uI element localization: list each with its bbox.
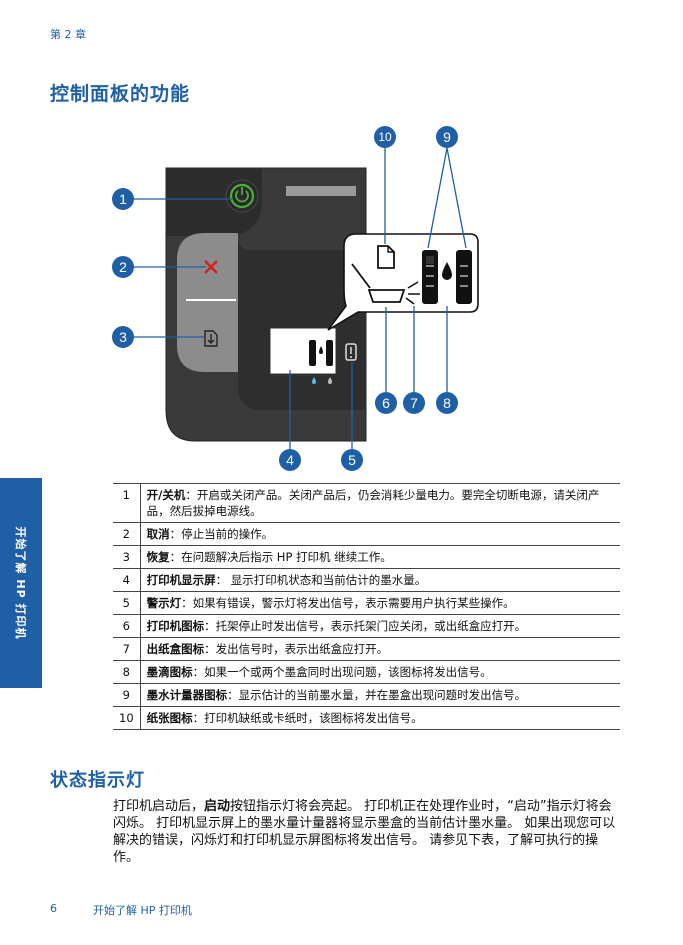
warning-icon	[345, 343, 357, 361]
svg-text:2: 2	[119, 259, 127, 275]
row-number: 1	[113, 483, 141, 523]
status-section-title: 状态指示灯	[50, 770, 145, 791]
callout-9: 9	[436, 126, 458, 148]
row-desc-text: ：如果一个或两个墨盒同时出现问题，该图标将发出信号。	[192, 665, 492, 679]
svg-text:7: 7	[410, 395, 418, 411]
svg-text:8: 8	[443, 395, 451, 411]
callout-1: 1	[112, 188, 134, 210]
row-desc-text: ：托架停止时发出信号，表示托架门应关闭，或出纸盒应打开。	[204, 619, 527, 633]
row-desc-text: ：开启或关闭产品。关闭产品后，仍会消耗少量电力。要完全切断电源，请关闭产品，然后…	[146, 488, 600, 518]
small-ink-gauges	[309, 340, 333, 366]
row-desc-text: ： 显示打印机状态和当前估计的墨水量。	[215, 573, 427, 587]
svg-text:3: 3	[119, 329, 127, 345]
resume-icon	[204, 330, 218, 347]
callout-3: 3	[112, 326, 134, 348]
row-number: 9	[113, 683, 141, 707]
magnified-display	[327, 233, 479, 331]
row-number: 8	[113, 660, 141, 684]
svg-text:6: 6	[382, 395, 390, 411]
row-number: 5	[113, 591, 141, 615]
row-desc-text: ：在问题解决后指示 HP 打印机 继续工作。	[169, 550, 392, 564]
label-slot	[286, 186, 356, 196]
row-desc-text: ：发出信号时，表示出纸盒应打开。	[204, 642, 389, 656]
row-desc-text: ：显示估计的当前墨水量，并在墨盒出现问题时发出信号。	[227, 688, 527, 702]
ink-drop-icon	[442, 262, 452, 280]
row-desc-text: ：如果有错误，警示灯将发出信号，表示需要用户执行某些操作。	[181, 596, 515, 610]
row-description: 出纸盒图标：发出信号时，表示出纸盒应打开。	[140, 637, 620, 661]
chapter-label: 第 2 章	[50, 28, 86, 41]
section-title: 控制面板的功能	[50, 83, 191, 105]
row-term: 出纸盒图标	[146, 642, 205, 656]
svg-text:10: 10	[378, 130, 392, 144]
row-description: 打印机图标：托架停止时发出信号，表示托架门应关闭，或出纸盒应打开。	[140, 614, 620, 638]
svg-text:9: 9	[443, 129, 451, 145]
row-term: 恢复	[146, 550, 170, 564]
svg-text:4: 4	[286, 452, 294, 468]
row-description: 墨滴图标：如果一个或两个墨盒同时出现问题，该图标将发出信号。	[140, 660, 620, 684]
row-term: 开/关机	[146, 488, 186, 502]
row-term: 打印机显示屏	[146, 573, 216, 587]
callout-6: 6	[375, 392, 397, 414]
row-term: 取消	[146, 527, 170, 541]
side-chapter-tab: 开始了解 HP 打印机	[0, 478, 42, 688]
tray-icon	[351, 263, 420, 305]
row-description: 恢复：在问题解决后指示 HP 打印机 继续工作。	[140, 545, 620, 569]
x-icon	[204, 260, 218, 274]
row-number: 6	[113, 614, 141, 638]
row-term: 墨水计量器图标	[146, 688, 228, 702]
callout-10: 10	[374, 126, 396, 148]
row-number: 2	[113, 522, 141, 546]
row-number: 10	[113, 706, 141, 730]
row-term: 警示灯	[146, 596, 182, 610]
callout-7: 7	[403, 392, 425, 414]
row-number: 3	[113, 545, 141, 569]
callout-4: 4	[279, 449, 301, 471]
row-desc-text: ：停止当前的操作。	[169, 527, 274, 541]
footer-title: 开始了解 HP 打印机	[93, 904, 192, 917]
row-number: 4	[113, 568, 141, 592]
svg-text:5: 5	[348, 452, 356, 468]
page-number: 6	[50, 902, 57, 915]
small-display	[269, 327, 337, 375]
status-paragraph: 打印机启动后，启动按钮指示灯将会亮起。 打印机正在处理作业时，“启动”指示灯将会…	[113, 799, 616, 865]
row-number: 7	[113, 637, 141, 661]
row-description: 开/关机：开启或关闭产品。关闭产品后，仍会消耗少量电力。要完全切断电源，请关闭产…	[140, 483, 620, 523]
svg-text:1: 1	[119, 191, 127, 207]
paper-icon	[377, 245, 395, 269]
row-description: 墨水计量器图标：显示估计的当前墨水量，并在墨盒出现问题时发出信号。	[140, 683, 620, 707]
ink-gauges	[422, 250, 472, 304]
row-description: 纸张图标：打印机缺纸或卡纸时，该图标将发出信号。	[140, 706, 620, 730]
power-icon	[225, 179, 259, 213]
control-panel-diagram: 1 2 3 4 5 6 7 8 9 10	[112, 126, 479, 471]
cancel-resume-button	[177, 233, 238, 372]
row-term: 纸张图标	[146, 711, 193, 725]
row-description: 打印机显示屏： 显示打印机状态和当前估计的墨水量。	[140, 568, 620, 592]
row-term: 墨滴图标	[146, 665, 193, 679]
row-description: 警示灯：如果有错误，警示灯将发出信号，表示需要用户执行某些操作。	[140, 591, 620, 615]
callout-8: 8	[436, 392, 458, 414]
row-term: 打印机图标	[146, 619, 205, 633]
callout-5: 5	[341, 449, 363, 471]
callout-2: 2	[112, 256, 134, 278]
row-desc-text: ：打印机缺纸或卡纸时，该图标将发出信号。	[192, 711, 423, 725]
row-description: 取消：停止当前的操作。	[140, 522, 620, 546]
